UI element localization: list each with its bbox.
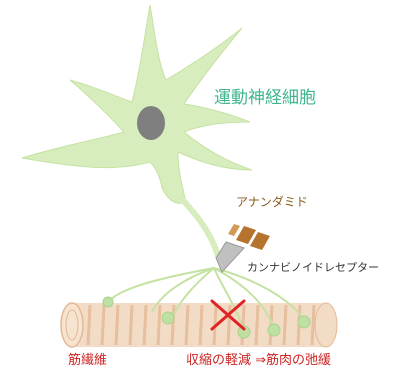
muscle-fiber [60, 302, 338, 348]
muscle-fiber-label: 筋繊維 [68, 353, 108, 368]
motor-neuron-label: 運動神経細胞 [214, 88, 316, 108]
anandamide-label: アナンダミド [236, 195, 308, 209]
neuron-soma [21, 4, 253, 204]
relaxation-effect-label: 収縮の軽減 ⇒筋肉の弛緩 [186, 353, 332, 368]
neuron [21, 4, 253, 204]
inhibition-cross [210, 299, 246, 331]
axon [169, 185, 221, 259]
cannabinoid-receptor-label: カンナビノイドレセプター [247, 261, 379, 274]
cannabinoid-receptor-arrow [215, 241, 245, 273]
anandamide-molecules [228, 224, 270, 250]
terminal-bulbs [102, 296, 311, 339]
neuron-nucleus [137, 106, 165, 140]
